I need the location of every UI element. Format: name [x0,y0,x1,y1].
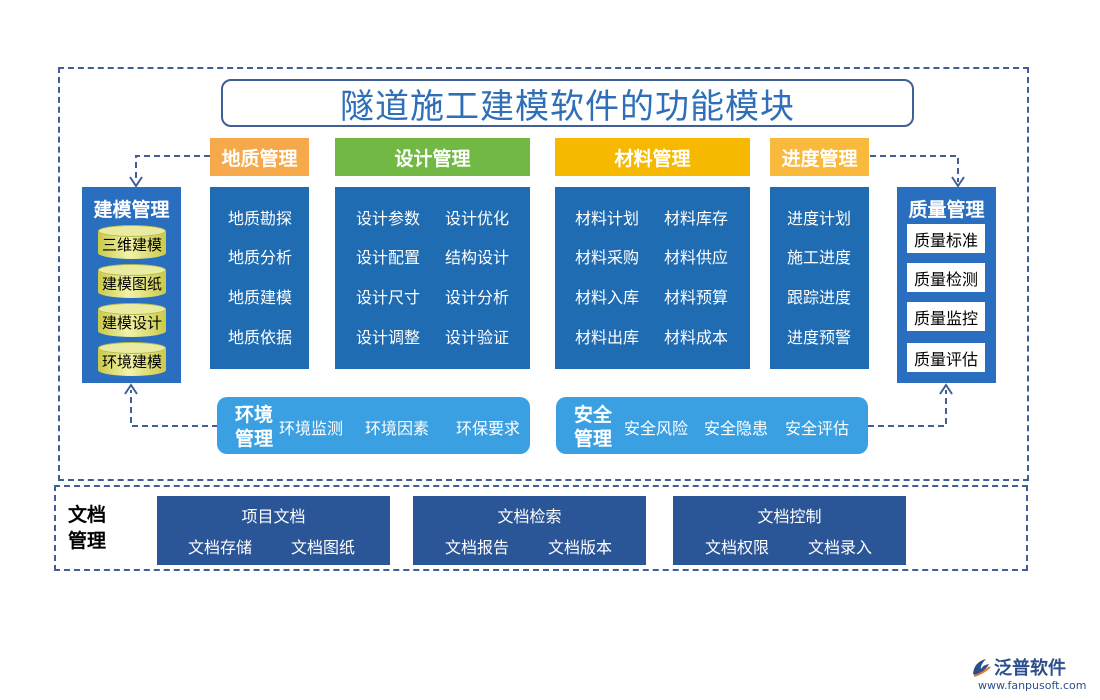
modeling-item-1: 建模图纸 [98,264,166,300]
document-item: 文档版本 [547,538,613,557]
progress-item: 跟踪进度 [786,288,852,307]
document-item: 文档存储 [187,538,253,557]
modeling-item-2: 建模设计 [98,303,166,339]
arrow-head-modeling-bottom [124,383,138,395]
design-item: 设计调整 [355,328,421,347]
safety-item: 安全评估 [785,419,850,438]
modeling-panel: 建模管理 三维建模 建模图纸 建模设计 环境建模 [82,187,181,383]
modeling-item-0: 三维建模 [98,225,166,261]
arrow-head-quality-top [951,176,965,188]
design-header: 设计管理 [335,138,530,176]
design-item: 设计尺寸 [355,288,421,307]
modeling-item-3: 环境建模 [98,342,166,378]
design-item: 设计验证 [444,328,510,347]
design-item: 结构设计 [444,248,510,267]
modeling-title: 建模管理 [93,199,170,221]
document-label: 文档 管理 [68,504,107,552]
geology-item: 地质分析 [227,248,293,267]
material-panel: 材料计划 材料库存 材料采购 材料供应 材料入库 材料预算 材料出库 材料成本 [555,187,750,369]
document-item: 文档报告 [444,538,510,557]
progress-to-quality-connector [870,155,959,182]
design-panel: 设计参数 设计优化 设计配置 结构设计 设计尺寸 设计分析 设计调整 设计验证 [335,187,530,369]
progress-panel: 进度计划 施工进度 跟踪进度 进度预警 [770,187,869,369]
safety-item: 安全风险 [624,419,689,438]
progress-header: 进度管理 [770,138,869,176]
geology-header: 地质管理 [210,138,309,176]
quality-item: 质量检测 [907,263,985,292]
material-item: 材料出库 [574,328,640,347]
material-item: 材料供应 [663,248,729,267]
logo-name: 泛普软件 [994,658,1066,679]
geology-item: 地质依据 [227,328,293,347]
document-group-title: 文档控制 [757,507,822,526]
geology-item: 地质建模 [227,288,293,307]
document-item: 文档录入 [807,538,873,557]
geology-to-modeling-connector [135,155,210,182]
safety-panel: 安全 管理 安全风险 安全隐患 安全评估 [556,397,868,454]
logo: 泛普软件 www.fanpusoft.com [970,654,1095,694]
quality-item: 质量监控 [907,302,985,331]
quality-title: 质量管理 [908,199,985,221]
document-frame [54,485,1028,571]
material-header: 材料管理 [555,138,750,176]
page-title: 隧道施工建模软件的功能模块 [221,79,914,127]
document-group: 项目文档 文档存储 文档图纸 [157,496,390,565]
safety-item: 安全隐患 [704,419,769,438]
logo-icon [973,659,991,677]
environment-to-modeling-connector [130,390,218,427]
geology-item: 地质勘探 [227,209,293,228]
material-item: 材料计划 [574,209,640,228]
progress-item: 进度预警 [786,328,852,347]
material-item: 材料成本 [663,328,729,347]
arrow-head-quality-bottom [939,383,953,395]
material-item: 材料采购 [574,248,640,267]
document-group-title: 文档检索 [497,507,562,526]
progress-item: 施工进度 [786,248,852,267]
safety-title: 安全 管理 [573,404,612,450]
document-item: 文档图纸 [290,538,356,557]
quality-item: 质量评估 [907,343,985,372]
document-group: 文档控制 文档权限 文档录入 [673,496,906,565]
material-item: 材料库存 [663,209,729,228]
environment-item: 环保要求 [456,419,521,438]
quality-panel: 质量管理 质量标准 质量检测 质量监控 质量评估 [897,187,996,383]
material-item: 材料预算 [663,288,729,307]
document-item: 文档权限 [704,538,770,557]
environment-item: 环境因素 [365,419,430,438]
main-frame [58,67,1029,481]
logo-url: www.fanpusoft.com [978,679,1087,692]
document-group-title: 项目文档 [241,507,306,526]
design-item: 设计配置 [355,248,421,267]
design-item: 设计参数 [355,209,421,228]
design-item: 设计分析 [444,288,510,307]
arrow-head-modeling-top [129,176,143,188]
document-group: 文档检索 文档报告 文档版本 [413,496,646,565]
environment-panel: 环境 管理 环境监测 环境因素 环保要求 [217,397,530,454]
material-item: 材料入库 [574,288,640,307]
safety-to-quality-connector [868,390,947,427]
quality-item: 质量标准 [907,224,985,253]
environment-item: 环境监测 [279,419,344,438]
environment-title: 环境 管理 [234,404,273,450]
geology-panel: 地质勘探 地质分析 地质建模 地质依据 [210,187,309,369]
progress-item: 进度计划 [786,209,852,228]
design-item: 设计优化 [444,209,510,228]
